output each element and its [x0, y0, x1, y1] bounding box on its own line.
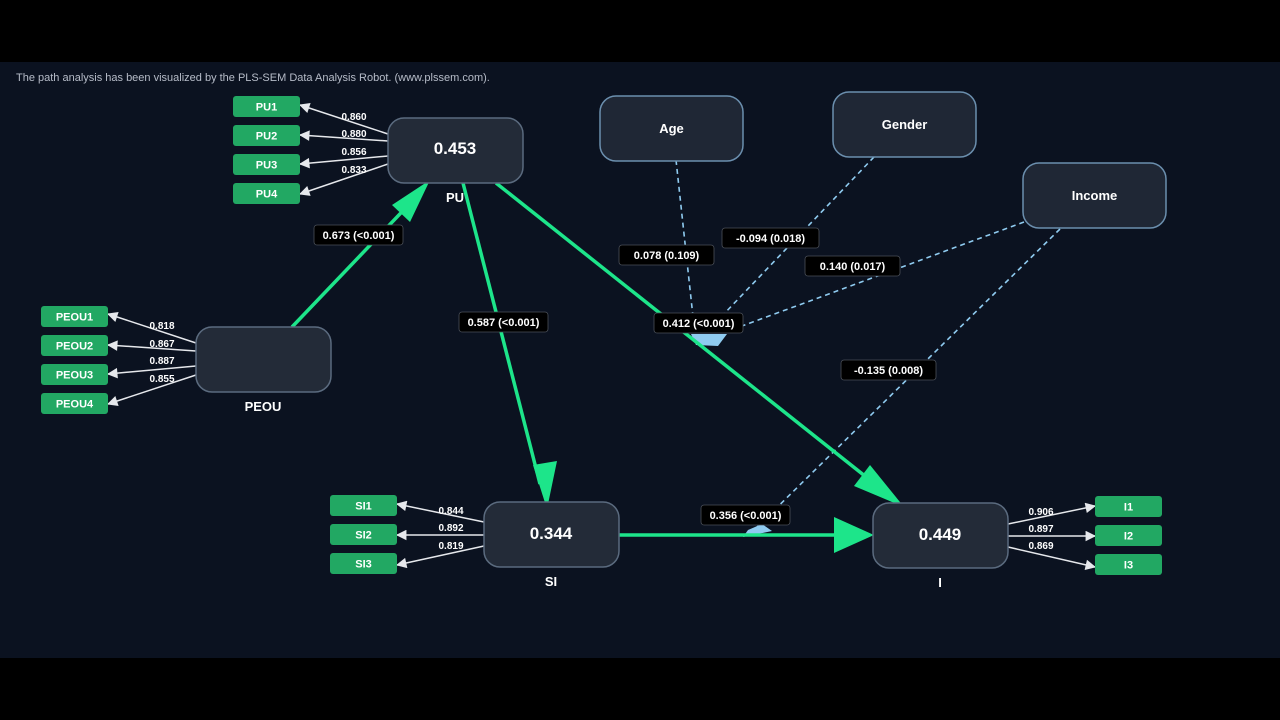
loading-i2: 0.897	[1028, 524, 1053, 535]
svg-text:0.356 (<0.001): 0.356 (<0.001)	[710, 510, 782, 522]
indicator-si3[interactable]: SI3	[330, 553, 397, 574]
coef-si-i: 0.356 (<0.001)	[700, 504, 791, 526]
svg-text:I1: I1	[1124, 502, 1133, 514]
svg-text:PU2: PU2	[256, 131, 277, 143]
svg-text:SI2: SI2	[355, 530, 372, 542]
loading-si3: 0.819	[438, 541, 463, 552]
arrowhead-si-i	[834, 517, 874, 553]
loading-si2: 0.892	[438, 523, 463, 534]
i-loadings	[1007, 502, 1097, 570]
indicator-peou1[interactable]: PEOU1	[41, 306, 108, 327]
svg-text:PU3: PU3	[256, 160, 277, 172]
caption: The path analysis has been visualized by…	[16, 72, 490, 84]
loading-si1: 0.844	[438, 506, 463, 517]
control-gender[interactable]: Gender	[832, 91, 977, 158]
svg-text:PU4: PU4	[256, 189, 278, 201]
indicator-pu3[interactable]: PU3	[233, 154, 300, 175]
peou-loadings	[106, 311, 197, 407]
svg-text:PEOU3: PEOU3	[56, 370, 93, 382]
loading-peou2: 0.867	[149, 339, 174, 350]
indicator-i3[interactable]: I3	[1095, 554, 1162, 575]
svg-text:0.673 (<0.001): 0.673 (<0.001)	[323, 230, 395, 242]
svg-text:PU1: PU1	[256, 102, 277, 114]
indicator-peou4[interactable]: PEOU4	[41, 393, 108, 414]
control-age[interactable]: Age	[599, 95, 744, 162]
coef-peou-pu: 0.673 (<0.001)	[313, 224, 404, 246]
coef-income-si-i: -0.135 (0.008)	[840, 359, 937, 381]
indicator-peou2[interactable]: PEOU2	[41, 335, 108, 356]
svg-text:SI3: SI3	[355, 559, 372, 571]
loading-peou1: 0.818	[149, 321, 174, 332]
construct-pu[interactable]: 0.453	[387, 117, 524, 184]
r2-si: 0.344	[530, 524, 573, 543]
construct-peou[interactable]	[195, 326, 332, 393]
loading-pu3: 0.856	[341, 147, 366, 158]
r2-pu: 0.453	[434, 139, 477, 158]
construct-i[interactable]: 0.449	[872, 502, 1009, 569]
path-income-si-i	[749, 228, 1061, 535]
arrowhead-pu-si	[533, 461, 557, 509]
path-pu-si	[461, 182, 542, 485]
indicator-peou3[interactable]: PEOU3	[41, 364, 108, 385]
svg-text:PEOU4: PEOU4	[56, 399, 94, 411]
indicator-pu4[interactable]: PU4	[233, 183, 300, 204]
svg-text:Age: Age	[659, 121, 684, 136]
coef-gender: -0.094 (0.018)	[721, 227, 820, 249]
svg-text:PEOU2: PEOU2	[56, 341, 93, 353]
coef-age: 0.078 (0.109)	[618, 244, 715, 266]
svg-text:0.140 (0.017): 0.140 (0.017)	[820, 261, 886, 273]
indicator-si2[interactable]: SI2	[330, 524, 397, 545]
loading-i1: 0.906	[1028, 507, 1053, 518]
indicator-si1[interactable]: SI1	[330, 495, 397, 516]
indicator-i1[interactable]: I1	[1095, 496, 1162, 517]
svg-text:0.078 (0.109): 0.078 (0.109)	[634, 250, 700, 262]
path-age-moderation	[675, 159, 695, 327]
path-pu-i	[494, 181, 882, 490]
loading-peou4: 0.855	[149, 374, 174, 385]
path-peou-pu	[290, 193, 420, 329]
svg-text:0.587 (<0.001): 0.587 (<0.001)	[468, 317, 540, 329]
loading-pu2: 0.880	[341, 129, 366, 140]
pu-loadings	[298, 102, 389, 196]
arrowhead-peou-pu	[392, 180, 430, 222]
coef-income-pu-i: 0.140 (0.017)	[804, 255, 901, 277]
arrowhead-pu-i	[854, 465, 904, 507]
construct-si-label: SI	[545, 574, 557, 589]
construct-si[interactable]: 0.344	[483, 501, 620, 568]
structural-paths	[290, 180, 904, 553]
coef-pu-si: 0.587 (<0.001)	[458, 311, 549, 333]
svg-text:Gender: Gender	[882, 117, 928, 132]
indicator-pu1[interactable]: PU1	[233, 96, 300, 117]
svg-text:-0.135 (0.008): -0.135 (0.008)	[854, 365, 923, 377]
loading-peou3: 0.887	[149, 356, 174, 367]
svg-text:PEOU1: PEOU1	[56, 312, 93, 324]
svg-text:0.412 (<0.001): 0.412 (<0.001)	[663, 318, 735, 330]
si-loadings	[395, 500, 485, 569]
r2-i: 0.449	[919, 525, 962, 544]
construct-i-label: I	[938, 575, 942, 590]
svg-text:I3: I3	[1124, 560, 1133, 572]
loading-pu1: 0.860	[341, 112, 366, 123]
svg-text:I2: I2	[1124, 531, 1133, 543]
svg-text:SI1: SI1	[355, 501, 372, 513]
coef-pu-i: 0.412 (<0.001)	[653, 312, 744, 334]
loading-pu4: 0.833	[341, 165, 366, 176]
loading-i3: 0.869	[1028, 541, 1053, 552]
indicator-i2[interactable]: I2	[1095, 525, 1162, 546]
construct-peou-label: PEOU	[245, 399, 282, 414]
construct-pu-label: PU	[446, 190, 464, 205]
svg-text:Income: Income	[1072, 188, 1118, 203]
svg-text:-0.094 (0.018): -0.094 (0.018)	[736, 233, 805, 245]
control-income[interactable]: Income	[1022, 162, 1167, 229]
indicator-pu2[interactable]: PU2	[233, 125, 300, 146]
